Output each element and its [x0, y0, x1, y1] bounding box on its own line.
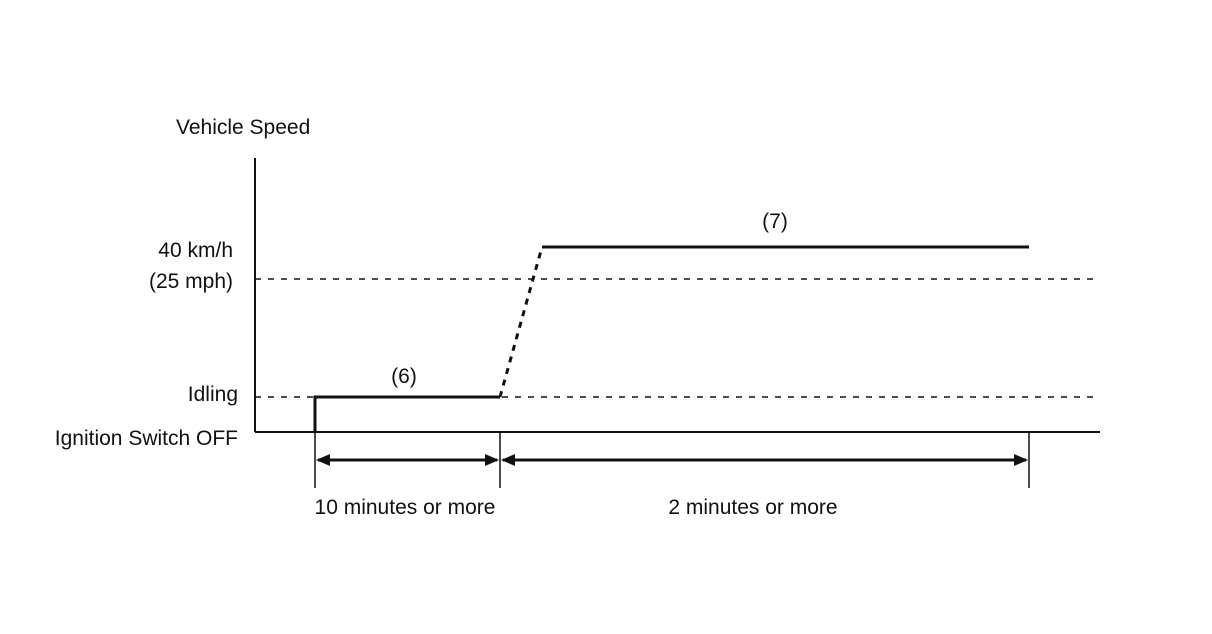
- idling-profile-line: [313, 395, 500, 432]
- second-duration-arrow: [501, 454, 1028, 466]
- step-7-label: (7): [762, 210, 788, 233]
- second-duration-label: 2 minutes or more: [668, 496, 837, 519]
- acceleration-dotted-line: [498, 246, 544, 398]
- speed-level-label-mph: (25 mph): [149, 270, 233, 293]
- arrowhead-right-icon: [1014, 454, 1028, 466]
- arrowhead-left-icon: [316, 454, 330, 466]
- first-duration-label: 10 minutes or more: [315, 496, 496, 519]
- ignition-off-label: Ignition Switch OFF: [55, 427, 238, 450]
- arrowhead-right-icon: [485, 454, 499, 466]
- first-duration-arrow: [316, 454, 499, 466]
- idling-level-label: Idling: [188, 383, 238, 406]
- step-6-label: (6): [391, 365, 417, 388]
- speed-level-label-kmh: 40 km/h: [158, 239, 233, 262]
- y-axis-label: Vehicle Speed: [176, 116, 310, 139]
- arrowhead-left-icon: [501, 454, 515, 466]
